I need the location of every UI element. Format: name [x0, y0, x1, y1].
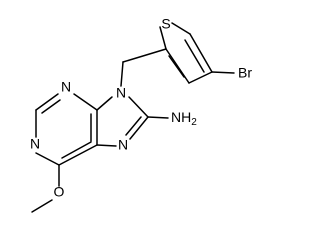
- molecule-drawing: S Br N N N N NH2 O: [30, 16, 252, 213]
- bond-n9-c4a: [96, 96, 113, 111]
- bond-c8-n7: [129, 116, 149, 140]
- bond-c4-c3: [188, 71, 213, 84]
- bond-n9-c8: [128, 96, 149, 118]
- bond-n3-c2: [35, 93, 59, 111]
- bond-c4a-n3: [73, 93, 98, 111]
- atom-label-sulfur: S: [161, 16, 170, 32]
- bond-c3-c2: [165, 48, 190, 84]
- bond-s-c5: [171, 22, 191, 35]
- atom-label-n1: N: [30, 136, 40, 152]
- bond-c8-n7-double: [125, 116, 142, 136]
- bond-c4-br: [211, 71, 235, 74]
- bond-c3-c2-double: [168, 55, 185, 78]
- bond-s-c2: [159, 26, 167, 50]
- bond-n1-c6: [35, 152, 60, 166]
- bond-n7-c5a: [96, 144, 117, 147]
- bond-o-ch3: [31, 199, 53, 213]
- bond-c5-c4: [189, 33, 213, 73]
- bond-c8-nh2: [147, 116, 169, 119]
- amine-text: NH: [171, 109, 191, 125]
- atom-label-n3: N: [61, 79, 71, 95]
- amine-subscript: 2: [191, 117, 197, 128]
- bond-c2-ch2: [122, 48, 167, 63]
- atom-label-n9: N: [116, 85, 126, 101]
- bond-c6-c5a-double: [61, 141, 92, 159]
- bond-c5-c4-double: [184, 39, 205, 73]
- atom-label-oxygen: O: [54, 184, 65, 200]
- bond-n3-c2-double: [41, 99, 61, 114]
- atom-label-bromine: Br: [238, 65, 252, 81]
- bond-ch2-n9: [120, 61, 124, 87]
- structure-diagram: S Br N N N N NH2 O: [30, 16, 252, 213]
- bond-c6-c5a: [58, 144, 98, 166]
- atom-label-amine: NH2: [171, 109, 197, 128]
- atom-label-n7: N: [118, 137, 128, 153]
